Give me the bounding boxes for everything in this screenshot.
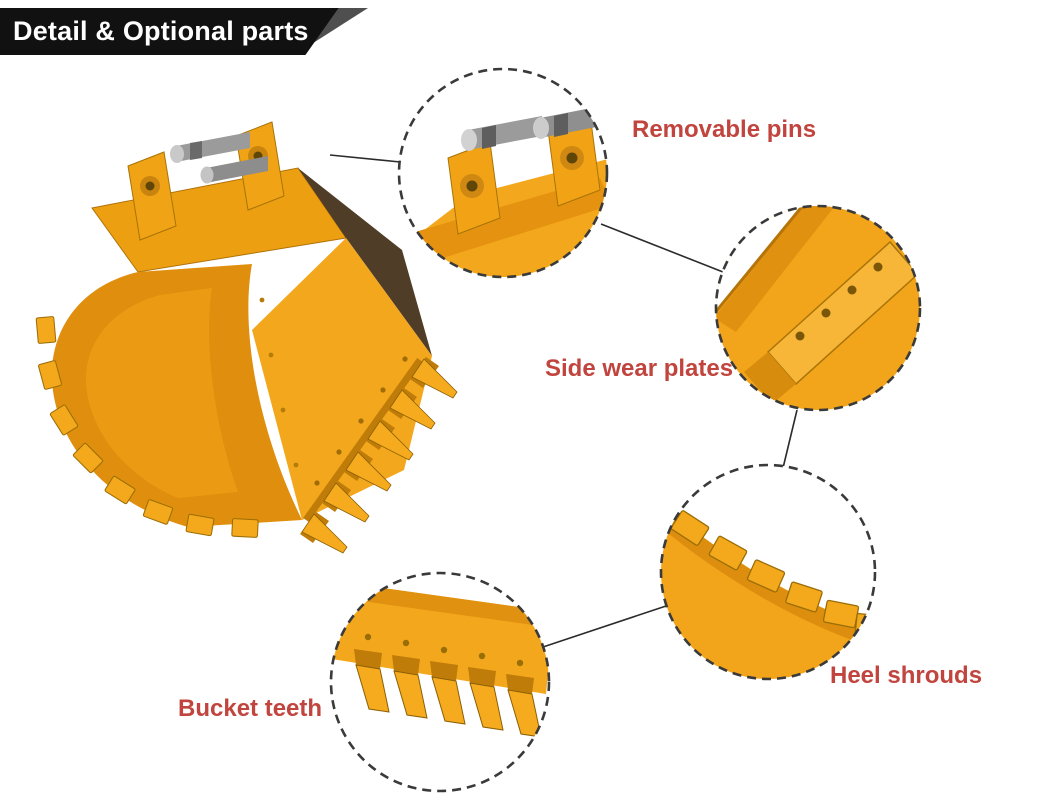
callout-circle-heel-shrouds <box>659 463 877 681</box>
mounting-bracket <box>127 121 285 241</box>
callout-circle-side-wear-plates <box>714 204 922 412</box>
label-heel-shrouds: Heel shrouds <box>830 662 983 689</box>
removable-pins-detail <box>399 104 607 277</box>
side-wear-plates-detail <box>716 206 920 410</box>
excavator-bucket-illustration <box>35 121 458 554</box>
rivet-dots <box>259 297 408 486</box>
page-title: Detail & Optional parts <box>13 16 309 46</box>
connector-lines <box>329 154 798 648</box>
label-side-wear-plates: Side wear plates <box>545 355 734 382</box>
connector-sideplates-to-heel <box>782 409 798 469</box>
connector-bucket-to-pins <box>329 154 401 163</box>
detail-teeth-bolts <box>364 633 524 667</box>
connector-teeth-to-heel <box>542 605 667 648</box>
connector-pins-to-sideplates <box>600 223 724 273</box>
bucket-teeth-detail <box>331 580 549 738</box>
title-banner: Detail & Optional parts <box>0 8 368 55</box>
label-removable-pins: Removable pins <box>632 116 817 143</box>
label-bucket-teeth: Bucket teeth <box>178 695 323 722</box>
heel-shrouds-detail <box>661 502 875 679</box>
banner-black-shape <box>0 8 339 55</box>
callout-circle-removable-pins <box>397 67 609 279</box>
callout-circle-bucket-teeth <box>329 571 551 793</box>
bucket-pins <box>170 132 268 184</box>
